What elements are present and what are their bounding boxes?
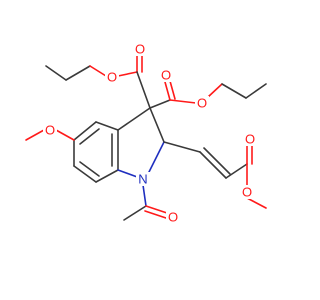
acetyl-ch3-bond <box>123 205 147 221</box>
ester2-o-carbonyl-bond <box>169 99 197 104</box>
label-bg <box>105 70 119 84</box>
acetyl-carbonyl-double-b <box>144 210 167 219</box>
ring-nitrogen: N <box>138 172 147 187</box>
acetyl-oxygen: O <box>168 210 178 225</box>
atom-label-layer: O O O O O O N O O <box>43 42 257 225</box>
ester2-o-ch2-bond <box>207 83 223 98</box>
ring-bond-4-inner <box>79 161 100 177</box>
acrylate-carbonyl-bond <box>225 163 248 179</box>
ester2-carbonyl-double-a <box>164 81 171 101</box>
ester1-o-ch2-bond <box>89 65 107 77</box>
ester2-carbonyl-oxygen: O <box>161 68 171 83</box>
label-bg <box>136 172 150 186</box>
ester2-c3-bond <box>149 99 171 109</box>
ester1-ether-oxygen: O <box>107 70 117 85</box>
ring-c3a-c3-bond <box>117 107 151 131</box>
ester1-carbonyl-oxygen: O <box>135 42 145 57</box>
ethyl2-ch3-bond <box>245 83 267 99</box>
vinyl-double-a <box>199 151 227 179</box>
ethyl1-ch2-bond <box>65 65 91 81</box>
label-bg <box>166 210 180 224</box>
acrylate-ether-oxygen: O <box>242 185 252 200</box>
ester1-o-carbonyl-bond <box>117 71 138 77</box>
ester2-ether-oxygen: O <box>197 96 207 111</box>
label-bg <box>159 68 173 82</box>
ring-bond-4 <box>73 165 97 183</box>
vinyl-bond-1 <box>163 141 201 153</box>
ester2-carbonyl-double-b <box>169 80 176 100</box>
label-bg <box>133 42 147 56</box>
acetyl-n-bond <box>142 184 147 207</box>
vinyl-double-b <box>203 147 231 175</box>
label-bg <box>43 123 57 137</box>
ring-bond-2 <box>73 121 97 141</box>
methoxy-ch3-bond <box>25 129 45 141</box>
bond-layer <box>25 54 267 221</box>
ring-bond-2-inner <box>79 128 100 145</box>
label-bg <box>243 132 257 146</box>
ethyl1-ch3-bond <box>45 65 67 81</box>
methoxy-o-bond <box>55 129 75 141</box>
molecule-structure-diagram: O O O O O O N O O <box>25 42 267 225</box>
ester1-c3-bond <box>136 71 151 109</box>
ring-bond-1 <box>95 121 119 131</box>
ring-bond-5 <box>95 169 119 183</box>
acetyl-carbonyl-double-a <box>145 205 168 214</box>
acrylate-carbonyl-oxygen: O <box>245 132 255 147</box>
label-bg <box>195 96 209 110</box>
ring5-c3-c2-bond <box>149 107 165 143</box>
ethyl2-ch2-bond <box>221 83 247 99</box>
label-bg <box>240 185 254 199</box>
methoxy-oxygen: O <box>45 123 55 138</box>
acrylate-och3-bond <box>246 197 267 209</box>
